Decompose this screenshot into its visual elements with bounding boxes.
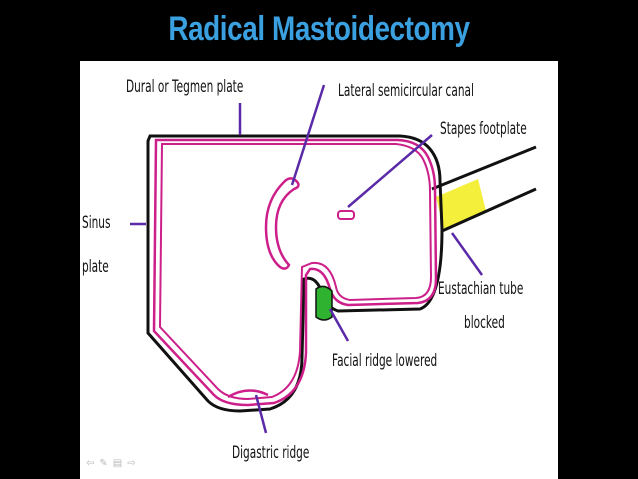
diagram-panel: Dural or Tegmen plate Lateral semicircul… — [80, 61, 558, 479]
label-eustachian-tube-line2: blocked — [464, 313, 505, 333]
cavity-outline-inner — [158, 143, 433, 401]
lateral-semicircular-canal — [264, 177, 300, 270]
menu-icon[interactable]: ▤ — [112, 458, 128, 469]
digastric-ridge-outline — [227, 389, 269, 399]
eustachian-tube-blockage — [436, 179, 486, 229]
eustachian-tube-lower-wall — [441, 187, 537, 233]
cavity-outline-outer — [152, 138, 438, 407]
label-facial-ridge-lowered: Facial ridge lowered — [332, 351, 438, 371]
label-sinus-plate-line1: Sinus — [82, 213, 111, 233]
label-lateral-semicircular-canal: Lateral semicircular canal — [338, 81, 474, 101]
label-dural-tegmen-plate: Dural or Tegmen plate — [126, 77, 244, 97]
pointer-lateral-semicircular-canal — [290, 84, 326, 186]
pointer-eustachian-tube — [450, 232, 484, 276]
pointer-facial-ridge — [328, 308, 350, 342]
facial-ridge-lowered — [315, 285, 333, 321]
label-sinus-plate-line2: plate — [82, 257, 109, 277]
back-arrow-icon[interactable]: ⇦ — [86, 458, 100, 469]
eustachian-tube-upper-wall — [431, 145, 537, 191]
pen-icon[interactable]: ✎ — [99, 458, 113, 469]
slide-controls[interactable]: ⇦✎▤⇨ — [86, 458, 141, 469]
forward-arrow-icon[interactable]: ⇨ — [127, 458, 141, 469]
label-digastric-ridge: Digastric ridge — [232, 443, 310, 463]
pointer-stapes-footplate — [347, 134, 433, 208]
mastoid-cavity-diagram — [130, 84, 537, 434]
stapes-footplate — [337, 210, 355, 220]
label-stapes-footplate: Stapes footplate — [440, 119, 527, 139]
label-eustachian-tube-line1: Eustachian tube — [438, 279, 524, 299]
pointer-digastric-ridge — [254, 394, 268, 434]
slide-title: Radical Mastoidectomy — [168, 10, 470, 48]
